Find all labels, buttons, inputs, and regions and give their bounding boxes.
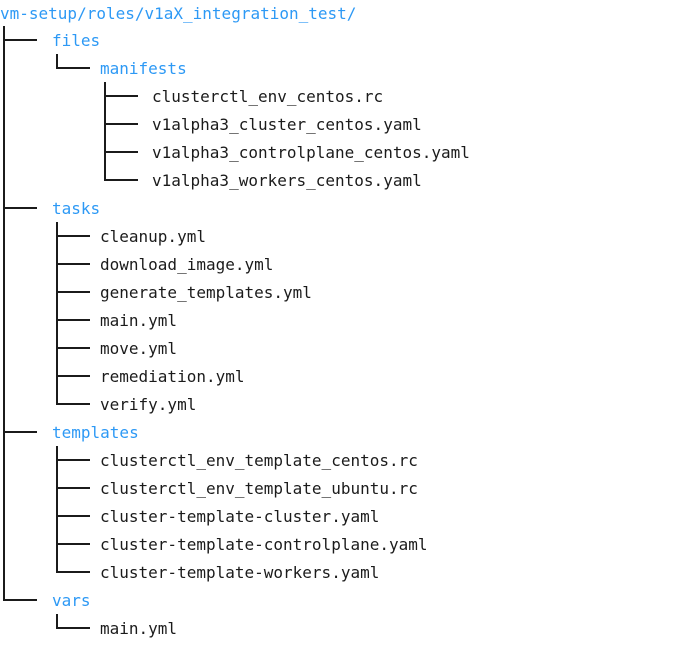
branch-line [3, 558, 5, 586]
file-label: download_image.yml [100, 254, 274, 274]
tree-node-file: move.yml [0, 334, 692, 362]
tree-node-tasks: tasks [0, 194, 692, 222]
directory-label: templates [52, 422, 139, 442]
file-label: generate_templates.yml [100, 282, 312, 302]
file-label: remediation.yml [100, 366, 245, 386]
branch-line [56, 571, 90, 573]
branch-line [56, 627, 90, 629]
file-label: cleanup.yml [100, 226, 206, 246]
branch-line [3, 446, 5, 474]
branch-line [56, 319, 90, 321]
branch-line [56, 263, 90, 265]
tree-node-file: v1alpha3_controlplane_centos.yaml [0, 138, 692, 166]
file-label: main.yml [100, 618, 178, 638]
branch-line [3, 390, 5, 418]
branch-line [56, 543, 90, 545]
file-label: main.yml [100, 310, 178, 330]
directory-label: files [52, 30, 101, 50]
tree-node-file: cluster-template-cluster.yaml [0, 502, 692, 530]
file-label: cluster-template-cluster.yaml [100, 506, 380, 526]
tree-node-file: cleanup.yml [0, 222, 692, 250]
branch-line [104, 179, 138, 181]
branch-line [3, 222, 5, 250]
branch-line [56, 235, 90, 237]
tree-node-file: cluster-template-controlplane.yaml [0, 530, 692, 558]
file-label: clusterctl_env_centos.rc [152, 86, 384, 106]
branch-line [56, 67, 90, 69]
tree-node-file: clusterctl_env_template_ubuntu.rc [0, 474, 692, 502]
tree-node-manifests: manifests [0, 54, 692, 82]
branch-line [3, 431, 37, 433]
file-label: move.yml [100, 338, 178, 358]
branch-line [56, 347, 90, 349]
tree-root-row: vm-setup/roles/v1aX_integration_test/ [0, 0, 692, 26]
tree-node-files: files [0, 26, 692, 54]
branch-line [3, 39, 37, 41]
branch-line [3, 502, 5, 530]
tree-node-vars: vars [0, 586, 692, 614]
file-label: v1alpha3_controlplane_centos.yaml [152, 142, 470, 162]
file-label: verify.yml [100, 394, 197, 414]
branch-corner-icon [104, 166, 106, 181]
branch-corner-icon [3, 586, 5, 601]
branch-line [3, 334, 5, 362]
tree-node-file: generate_templates.yml [0, 278, 692, 306]
branch-line [3, 306, 5, 334]
branch-line [104, 151, 138, 153]
directory-label: manifests [100, 58, 187, 78]
branch-corner-icon [56, 54, 58, 69]
directory-label: vars [52, 590, 91, 610]
branch-line [56, 291, 90, 293]
tree-node-file: v1alpha3_workers_centos.yaml [0, 166, 692, 194]
branch-line [104, 95, 138, 97]
branch-corner-icon [56, 390, 58, 405]
file-label: cluster-template-workers.yaml [100, 562, 380, 582]
tree-node-file: remediation.yml [0, 362, 692, 390]
tree-node-file: clusterctl_env_centos.rc [0, 82, 692, 110]
file-label: clusterctl_env_template_ubuntu.rc [100, 478, 418, 498]
branch-line [56, 375, 90, 377]
file-label: cluster-template-controlplane.yaml [100, 534, 428, 554]
branch-line [56, 487, 90, 489]
branch-corner-icon [56, 614, 58, 629]
branch-line [3, 110, 5, 138]
tree-node-file: download_image.yml [0, 250, 692, 278]
tree-node-file: v1alpha3_cluster_centos.yaml [0, 110, 692, 138]
branch-line [3, 362, 5, 390]
branch-corner-icon [56, 558, 58, 573]
tree-node-file: main.yml [0, 306, 692, 334]
branch-line [3, 250, 5, 278]
branch-line [3, 278, 5, 306]
branch-line [3, 599, 37, 601]
tree-node-file: clusterctl_env_template_centos.rc [0, 446, 692, 474]
tree-node-templates: templates [0, 418, 692, 446]
branch-line [3, 530, 5, 558]
branch-line [3, 474, 5, 502]
branch-line [56, 403, 90, 405]
branch-line [3, 82, 5, 110]
tree-node-file: verify.yml [0, 390, 692, 418]
branch-line [56, 459, 90, 461]
file-label: v1alpha3_cluster_centos.yaml [152, 114, 422, 134]
root-path-label: vm-setup/roles/v1aX_integration_test/ [0, 3, 357, 23]
branch-line [3, 138, 5, 166]
file-label: clusterctl_env_template_centos.rc [100, 450, 418, 470]
directory-label: tasks [52, 198, 101, 218]
tree-node-file: cluster-template-workers.yaml [0, 558, 692, 586]
branch-line [3, 166, 5, 194]
branch-line [3, 207, 37, 209]
branch-line [3, 54, 5, 82]
branch-line [56, 515, 90, 517]
branch-line [104, 123, 138, 125]
file-label: v1alpha3_workers_centos.yaml [152, 170, 422, 190]
tree-node-file: main.yml [0, 614, 692, 642]
